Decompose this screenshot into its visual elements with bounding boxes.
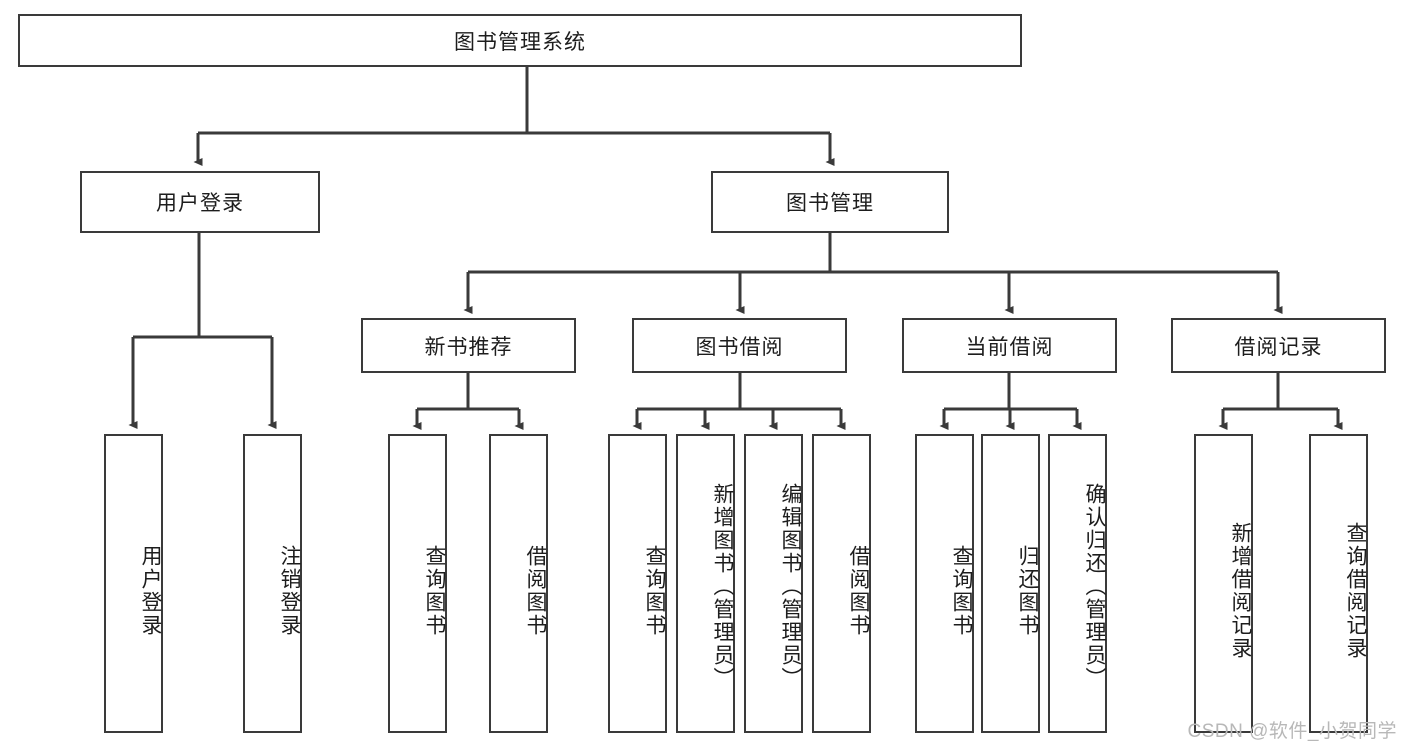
node-leaf-return-book-label: 归还图书 (1016, 544, 1039, 637)
node-current-borrow-label: 当前借阅 (965, 335, 1054, 359)
node-borrow-record[interactable]: 借阅记录 (1171, 318, 1386, 373)
node-leaf-add-book-label: 新增图书（管理员） (711, 483, 734, 690)
node-leaf-return-book[interactable]: 归还图书 (981, 434, 1040, 733)
node-leaf-query-book-current[interactable]: 查询图书 (915, 434, 974, 733)
node-leaf-query-book-recommend[interactable]: 查询图书 (388, 434, 447, 733)
node-leaf-borrow-book-recommend[interactable]: 借阅图书 (489, 434, 548, 733)
node-leaf-add-borrow-record[interactable]: 新增借阅记录 (1194, 434, 1253, 733)
node-leaf-add-borrow-record-label: 新增借阅记录 (1229, 521, 1252, 660)
node-leaf-edit-book-label: 编辑图书（管理员） (779, 483, 802, 690)
node-user-login[interactable]: 用户登录 (80, 171, 320, 233)
node-leaf-query-book-recommend-label: 查询图书 (423, 544, 446, 637)
node-leaf-user-login-label: 用户登录 (139, 544, 162, 637)
node-book-manage[interactable]: 图书管理 (711, 171, 949, 233)
node-book-borrow[interactable]: 图书借阅 (632, 318, 847, 373)
node-leaf-query-book-borrow[interactable]: 查询图书 (608, 434, 667, 733)
node-leaf-query-borrow-record[interactable]: 查询借阅记录 (1309, 434, 1368, 733)
node-new-book-recommend[interactable]: 新书推荐 (361, 318, 576, 373)
node-book-borrow-label: 图书借阅 (695, 335, 784, 359)
node-leaf-borrow-book-label: 借阅图书 (847, 544, 870, 637)
node-leaf-confirm-return[interactable]: 确认归还（管理员） (1048, 434, 1107, 733)
node-user-login-label: 用户登录 (156, 192, 244, 215)
watermark-text: CSDN @软件_小贺同学 (1187, 721, 1397, 742)
node-root[interactable]: 图书管理系统 (18, 14, 1022, 67)
node-leaf-add-book[interactable]: 新增图书（管理员） (676, 434, 735, 733)
node-leaf-borrow-book-recommend-label: 借阅图书 (524, 544, 547, 637)
node-leaf-user-logout[interactable]: 注销登录 (243, 434, 302, 733)
node-current-borrow[interactable]: 当前借阅 (902, 318, 1117, 373)
node-new-book-recommend-label: 新书推荐 (424, 335, 513, 359)
node-leaf-query-book-borrow-label: 查询图书 (643, 544, 666, 637)
node-book-manage-label: 图书管理 (786, 192, 874, 215)
node-leaf-query-borrow-record-label: 查询借阅记录 (1344, 521, 1367, 660)
node-leaf-edit-book[interactable]: 编辑图书（管理员） (744, 434, 803, 733)
node-leaf-confirm-return-label: 确认归还（管理员） (1083, 483, 1106, 690)
node-leaf-query-book-current-label: 查询图书 (950, 544, 973, 637)
node-leaf-user-logout-label: 注销登录 (278, 544, 301, 637)
node-leaf-borrow-book[interactable]: 借阅图书 (812, 434, 871, 733)
node-leaf-user-login[interactable]: 用户登录 (104, 434, 163, 733)
node-borrow-record-label: 借阅记录 (1234, 335, 1323, 359)
node-root-label: 图书管理系统 (454, 30, 586, 54)
